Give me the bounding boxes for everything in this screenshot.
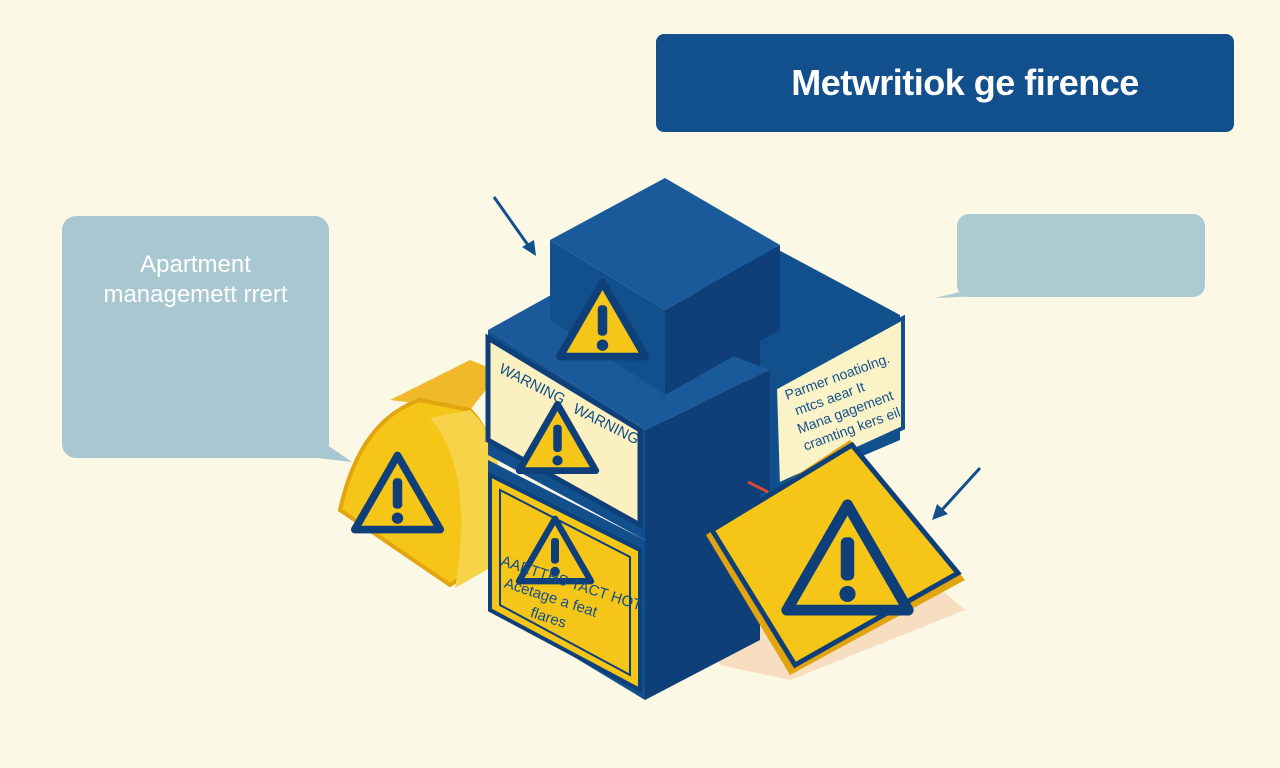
callout-right-tail [935, 290, 980, 298]
callout-left-line-1: Apartment [140, 251, 251, 278]
pointer-arrow-icon [932, 466, 982, 520]
callout-right [957, 214, 1205, 297]
title-text: Metwritiok ge firence [791, 62, 1139, 103]
callout-left-tail [300, 440, 352, 462]
top-cube [550, 178, 780, 395]
callout-left-line-2: managemett rrert [103, 281, 288, 308]
pointer-arrow-icon [492, 196, 536, 256]
callout-left: Apartment managemett rrert [62, 216, 329, 458]
title-banner: Metwritiok ge firence [656, 34, 1234, 132]
right-panel-sign: Parmer noatiolng. mtcs aear It Mana gage… [772, 314, 905, 489]
warning-plate: WARNING WARNING [485, 333, 643, 530]
left-curved-sign [337, 360, 502, 588]
front-panel-sign: AARTTHS TACT HOT Acetage a feat flares [488, 471, 644, 694]
accent-mark [747, 480, 769, 494]
right-tilted-sign [706, 440, 965, 675]
